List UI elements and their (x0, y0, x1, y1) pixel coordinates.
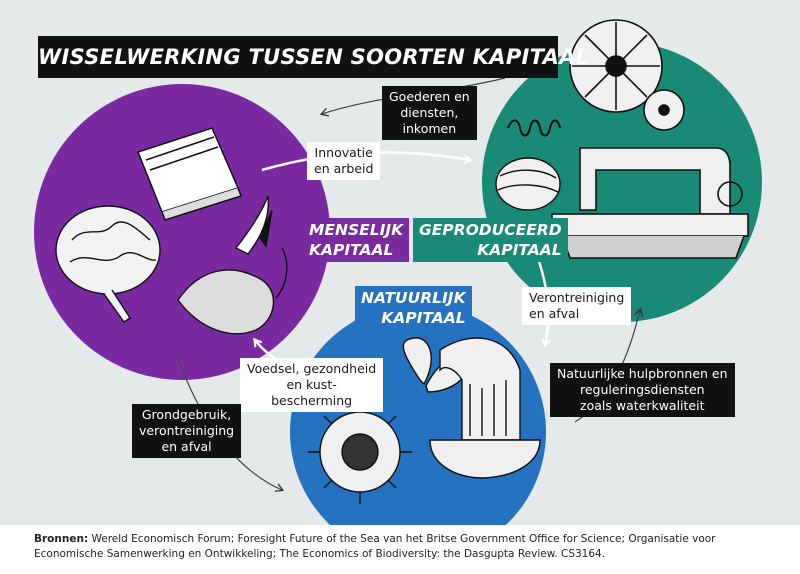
page-title: WISSELWERKING TUSSEN SOORTEN KAPITAAL (38, 36, 589, 78)
flow-goods-label: Goederen en diensten, inkomen (382, 86, 477, 140)
flow-food-label: Voedsel, gezondheid en kust- bescherming (240, 358, 384, 412)
book-icon (137, 127, 242, 221)
yarn-spool-icon (495, 157, 561, 211)
plant-in-hand-icon (177, 195, 288, 335)
flow-pollution-produced-label: Verontreiniging en afval (522, 287, 632, 325)
brain-icon (55, 205, 161, 323)
sewing-machine-icon (551, 147, 749, 259)
flow-natural-resources-label: Natuurlijke hulpbronnen en reguleringsdi… (550, 363, 735, 417)
spring-icon (507, 119, 561, 137)
human-capital-label: MENSELIJK KAPITAAL (303, 218, 410, 262)
sources-text: Wereld Economisch Forum; Foresight Futur… (34, 533, 716, 560)
sources-label: Bronnen: (34, 533, 89, 545)
produced-capital-label: GEPRODUCEERD KAPITAAL (413, 218, 568, 262)
diagram-canvas: WISSELWERKING TUSSEN SOORTEN KAPITAAL ME… (0, 0, 800, 525)
sources-footer: Bronnen: Wereld Economisch Forum; Foresi… (34, 532, 774, 562)
natural-capital-label: NATUURLIJK KAPITAAL (355, 286, 472, 330)
flow-innovation-label: Innovatie en arbeid (307, 142, 381, 180)
diagram-graphics (34, 19, 762, 525)
flow-land-use-label: Grondgebruik, verontreiniging en afval (132, 404, 242, 458)
waterfall-icon (429, 337, 541, 479)
gear-icon (569, 19, 685, 131)
